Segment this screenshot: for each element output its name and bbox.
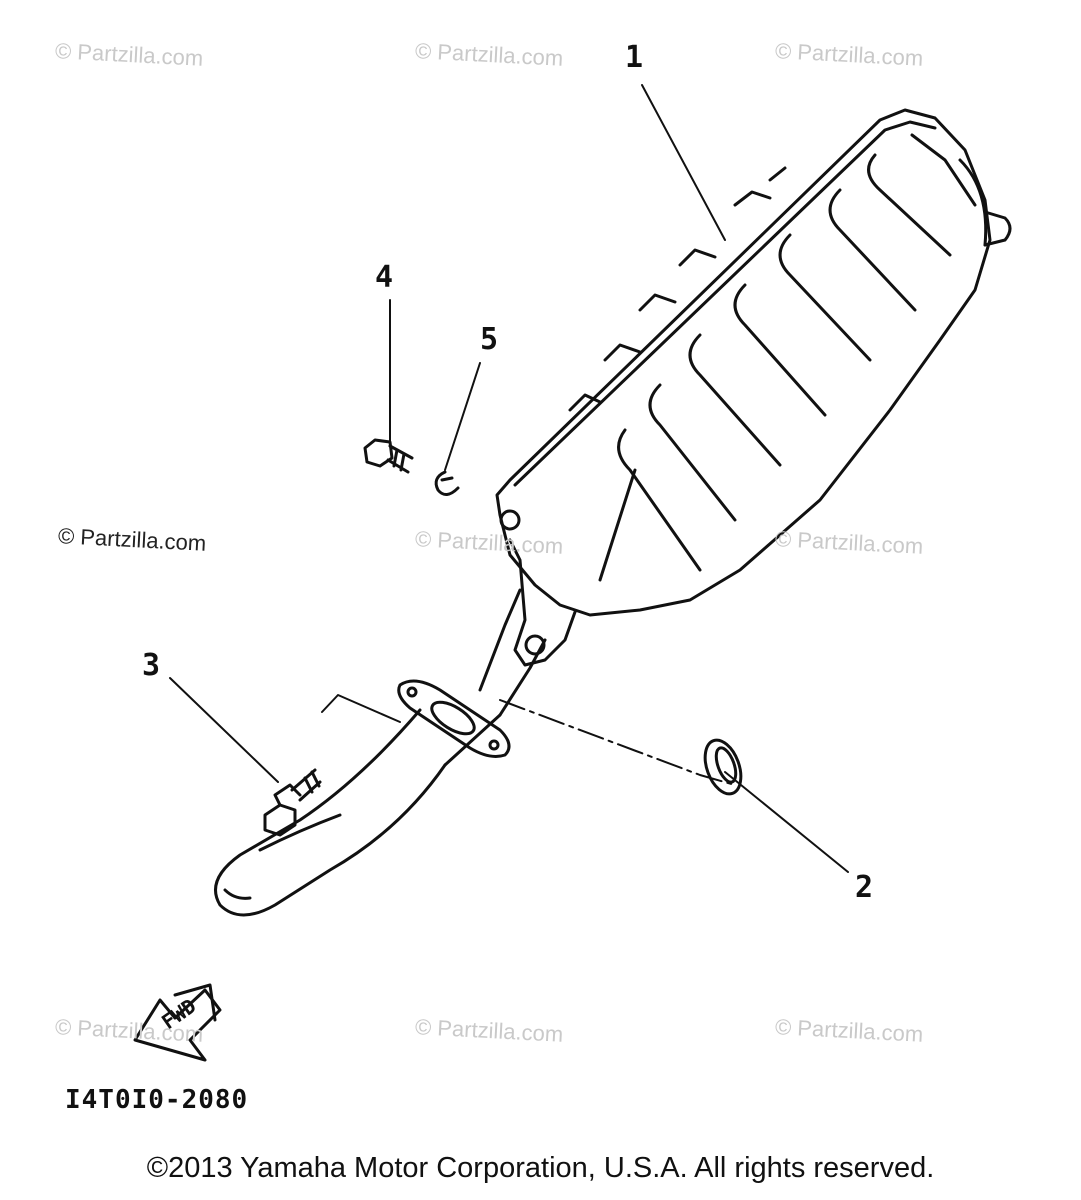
exhaust-flange (397, 679, 511, 758)
callout-5: 5 (480, 322, 499, 357)
muffler-bolt (363, 438, 414, 474)
fwd-arrow-icon (133, 983, 222, 1062)
callout-4: 4 (375, 260, 394, 295)
muffler-washer (434, 470, 460, 496)
part-code: I4T0I0-2080 (65, 1085, 249, 1115)
callout-2: 2 (855, 870, 874, 905)
callout-3: 3 (142, 648, 161, 683)
callout-1: 1 (625, 40, 644, 75)
copyright-notice: ©2013 Yamaha Motor Corporation, U.S.A. A… (146, 1152, 935, 1184)
leader-lines (169, 84, 849, 873)
exhaust-gasket (703, 738, 743, 796)
muffler (495, 108, 1012, 667)
flange-bolt (263, 768, 322, 837)
exhaust-pipe (214, 588, 547, 917)
